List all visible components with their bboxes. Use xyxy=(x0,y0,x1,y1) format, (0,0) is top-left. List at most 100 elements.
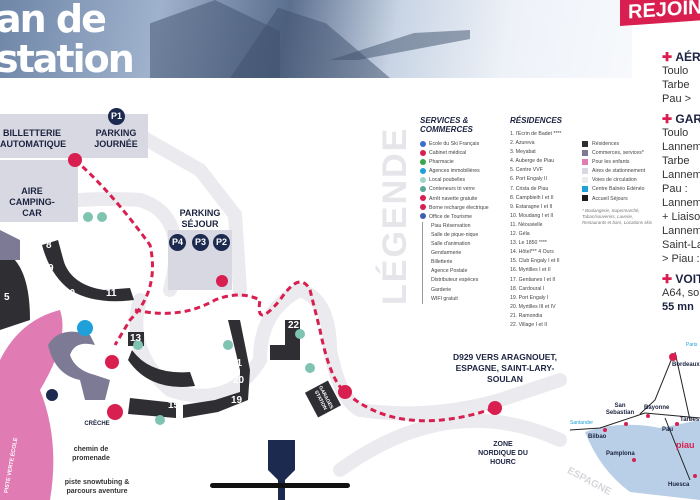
services-title: SERVICES & COMMERCES xyxy=(420,116,473,134)
legend-key-item: Centre Balnéo Edénéo xyxy=(582,185,654,194)
legend-service-sub-item: Salle de pique-nique xyxy=(431,231,479,238)
legend-key-item: Résidences xyxy=(582,140,654,149)
legend-key-label: Accueil Séjours xyxy=(592,195,628,202)
parking-p2: P2 xyxy=(213,234,230,251)
car-line: A64, so xyxy=(662,287,700,299)
building-10: 10 xyxy=(64,288,76,299)
resort-logo xyxy=(268,440,295,500)
legend-key-label: Voies de circulation xyxy=(592,177,637,184)
access-info: ✚ AÉR Toulo Tarbe Pau > ✚ GAR Toulo Lann… xyxy=(662,44,700,314)
parking-journee-label: PARKING JOURNÉE xyxy=(94,128,138,149)
rail-item: Tarbe xyxy=(662,155,690,167)
legend-residence-item: 4. Auberge de Piau xyxy=(510,158,555,165)
legend-key-item: Commerces, services* xyxy=(582,149,654,158)
rail-item: Lannem xyxy=(662,225,700,237)
legend-residence-item: 12. Géla xyxy=(510,231,530,238)
rail-item: Pau : xyxy=(662,183,688,195)
parking-p4: P4 xyxy=(169,234,186,251)
rail-item: Saint-La xyxy=(662,239,700,251)
legend-residence-item: 8. Campbieih I et II xyxy=(510,194,554,201)
road xyxy=(333,413,567,477)
building-11: 11 xyxy=(106,288,117,299)
legend-service-label: Agences immobilières xyxy=(429,168,480,175)
shuttle-route xyxy=(74,158,496,423)
legend-note: * Boulangerie, Supermarché, Tabac/souven… xyxy=(582,207,653,225)
rail-item: Lannem xyxy=(662,197,700,209)
legend-residence-item: 5. Centre VVF xyxy=(510,167,543,174)
legend-title: LÉGENDE xyxy=(376,126,414,305)
tourism-icon xyxy=(420,213,426,220)
legend-residence-item: 6. Port Engaly II xyxy=(510,176,547,183)
legend-service-item: Conteneurs tri verre xyxy=(420,185,504,194)
legend-service-label: Borne recharge électrique xyxy=(429,204,489,211)
legend-service-item: Pharmacie xyxy=(420,158,504,167)
building-12: 12 xyxy=(124,270,136,281)
legend-service-sub-item: Salle d'animation xyxy=(431,241,471,248)
legend-residence-item: 14. Hôtel*** 4 Ours xyxy=(510,249,554,256)
legend-service-item: Local poubelles xyxy=(420,176,504,185)
color-swatch xyxy=(582,158,588,165)
color-swatch xyxy=(582,195,588,202)
legend-key-label: Centre Balnéo Edénéo xyxy=(592,186,645,193)
building-21: 21 xyxy=(231,358,243,369)
legend-service-item: Arrêt navette gratuite xyxy=(420,195,504,204)
rail-heading: ✚ GAR xyxy=(662,112,700,126)
legend-service-sub-item: Agence Postale xyxy=(431,268,468,275)
legend-residence-item: 10. Moudang I et II xyxy=(510,212,554,219)
toilets-icon xyxy=(46,389,58,401)
medical-icon xyxy=(420,149,426,156)
city-bilbao: Bilbao xyxy=(588,434,607,440)
shuttle-stop-icons xyxy=(68,153,502,415)
key-icon xyxy=(77,320,93,336)
residence-22 xyxy=(270,320,300,360)
legend-residence-item: 1. l'Ecrin de Badet **** xyxy=(510,131,562,137)
legend-service-sub-item: Gendarmerie xyxy=(431,250,462,257)
legend-residence-item: 22. Village I et II xyxy=(510,321,548,328)
aire-camping-car-label: AIRE CAMPING-CAR xyxy=(9,186,55,218)
legend-residence-item: 3. Meyabat xyxy=(510,149,536,156)
charging-icon xyxy=(216,275,228,287)
mountain-photo: an de station xyxy=(0,0,632,78)
air-item: Tarbe xyxy=(662,79,690,91)
air-item: Toulo xyxy=(662,65,689,77)
building-9: 9 xyxy=(48,263,54,274)
residences-column: RÉSIDENCES 1. l'Ecrin de Badet ****2. Az… xyxy=(510,116,576,330)
legend-residence-item: 18. Cardoural I xyxy=(510,285,545,292)
legend-service-sub-item: Distributeur espèces xyxy=(431,277,479,284)
garages-station xyxy=(304,380,342,418)
building-22: 22 xyxy=(288,320,300,331)
legend-service-item: Agences immobilières xyxy=(420,167,504,176)
legend-residence-item: 19. Port Engaly I xyxy=(510,294,549,301)
title-line-1: an de xyxy=(0,0,107,41)
building-17: 17 xyxy=(192,428,204,439)
parking-sejour-label: PARKING SÉJOUR xyxy=(179,208,221,229)
legend-key-label: Résidences xyxy=(592,141,620,147)
city-bordeaux: Bordeaux xyxy=(672,362,700,368)
building-19: 19 xyxy=(231,395,243,406)
city-pamplona: Pamplona xyxy=(606,451,635,457)
legend-key-item: Pour les enfants xyxy=(582,158,654,167)
city-santander: Santander xyxy=(570,420,594,426)
inset-map xyxy=(569,351,700,500)
city-san-sebastian: San Sebastian xyxy=(605,403,635,416)
legend-service-item: Borne recharge électrique xyxy=(420,204,504,213)
scroll-bar xyxy=(210,483,350,488)
rail-item: Toulo xyxy=(662,127,689,139)
residences-8-12 xyxy=(42,240,134,302)
legend-residence-item: 15. Club Engaly I et II xyxy=(510,258,560,265)
city-bayonne: Bayonne xyxy=(644,405,670,411)
parking-p1: P1 xyxy=(108,108,125,125)
legend-key-label: Aires de stationnement xyxy=(592,168,646,175)
color-swatch xyxy=(582,177,588,183)
legend-residence-item: 13. Le 1850 **** xyxy=(510,240,547,247)
residence-5 xyxy=(0,250,30,330)
legend-key-item: Accueil Séjours xyxy=(582,195,654,204)
key-icon xyxy=(420,167,426,174)
color-swatch xyxy=(582,140,588,147)
medical-icon xyxy=(107,404,123,420)
residences-title: RÉSIDENCES xyxy=(510,116,563,125)
legend-service-label: Local poubelles xyxy=(429,177,466,184)
billetterie-label: BILLETTERIE AUTOMATIQUE xyxy=(0,128,67,149)
legend-service-item: Office de Tourisme xyxy=(420,213,504,222)
